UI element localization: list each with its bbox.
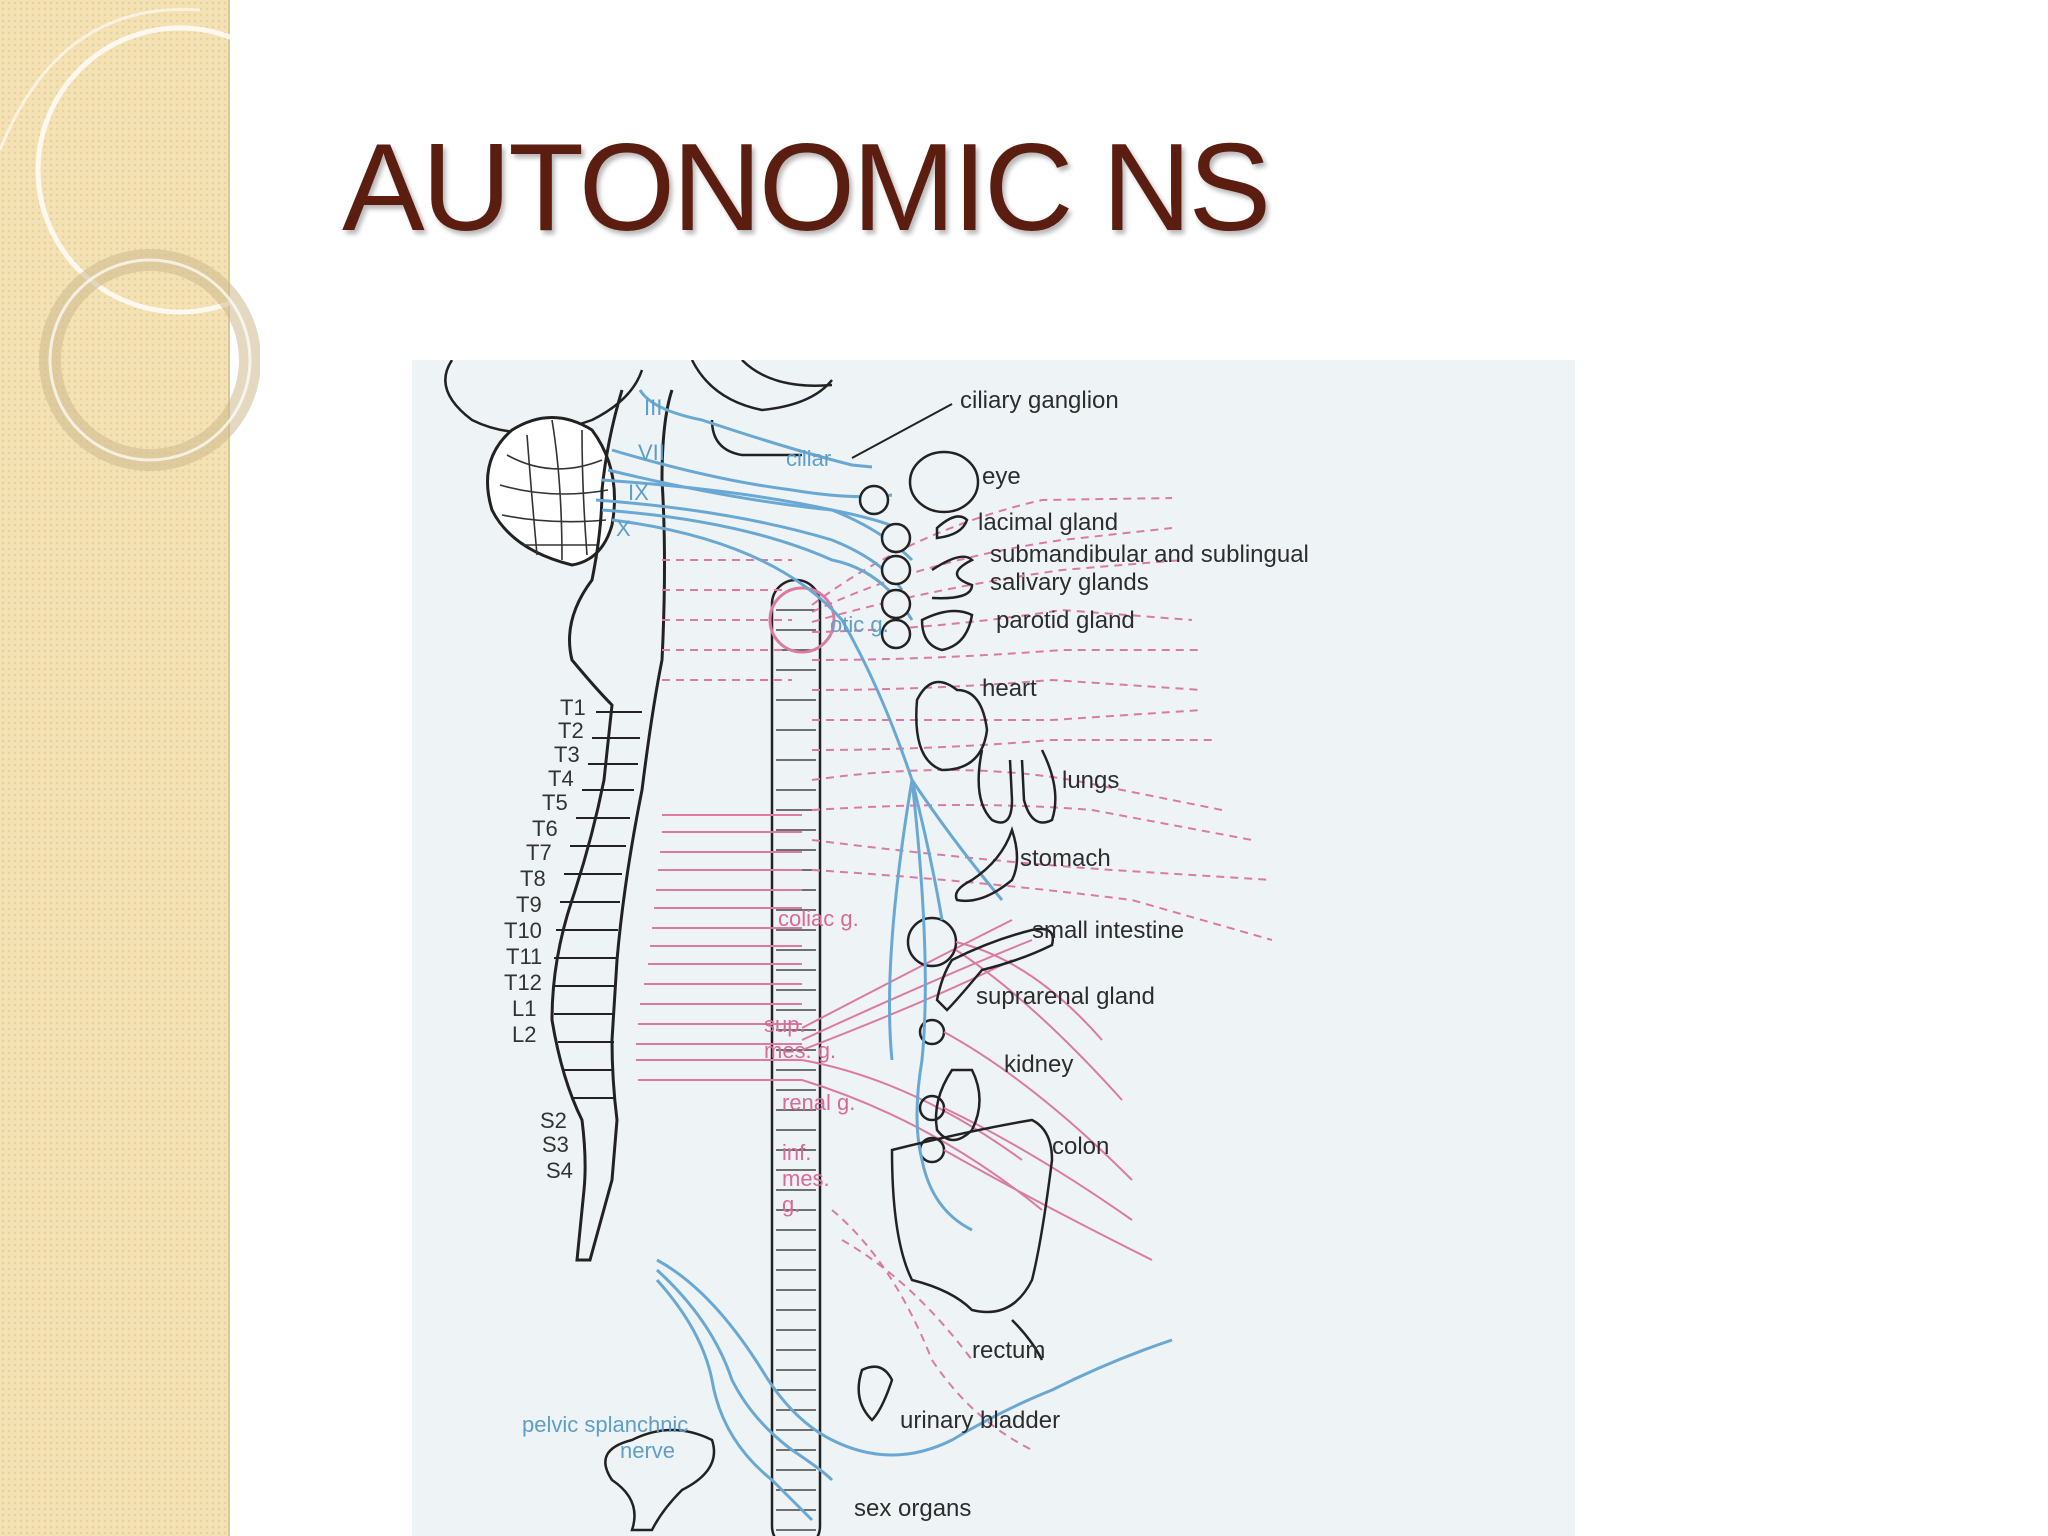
- segment-label: T1: [560, 695, 586, 720]
- organ-label: lacimal gland: [978, 509, 1118, 536]
- parotid-gland-shape: [920, 609, 974, 652]
- organ-label: colon: [1052, 1133, 1109, 1160]
- organ-label: kidney: [1004, 1051, 1073, 1078]
- organ-label: submandibular and sublingual: [990, 541, 1309, 568]
- sex-organs-shape: [604, 1428, 716, 1532]
- segment-label: T5: [542, 790, 568, 815]
- organ-label: salivary glands: [990, 569, 1149, 596]
- organ-label: ciliary ganglion: [960, 387, 1119, 414]
- colon-shape: [890, 1118, 1054, 1314]
- parasympathetic-ganglia: [858, 484, 912, 650]
- prevertebral-postganglionic: [943, 941, 1153, 1261]
- vertebrae: [554, 711, 642, 1099]
- segment-label: T11: [506, 944, 542, 969]
- ciliar-label: ciliar: [786, 446, 831, 471]
- inf-mes-label: g.: [782, 1192, 800, 1217]
- segment-labels: T1 T2 T3 T4 T5 T6 T7 T8 T9 T10 T11 T12 L…: [504, 695, 586, 1183]
- autonomic-nervous-system-diagram: III VII IX X ciliar otic g. pelvic splan…: [412, 360, 1575, 1536]
- heart-shape: [915, 680, 989, 772]
- segment-label: T10: [504, 918, 542, 943]
- cranial-nerve-label: VII: [638, 440, 665, 465]
- otic-ganglion-label: otic g.: [830, 612, 889, 637]
- slide-title: AUTONOMIC NS: [342, 119, 1271, 257]
- spinal-column-outline: [550, 389, 674, 1262]
- organ-label: small intestine: [1032, 917, 1184, 944]
- organ-label: parotid gland: [996, 607, 1135, 634]
- segment-label: S2: [540, 1108, 567, 1133]
- segment-label: S4: [546, 1158, 573, 1183]
- pelvic-splanchnic-label: pelvic splanchnic: [522, 1412, 688, 1437]
- segment-label: T4: [548, 766, 574, 791]
- segment-label: T7: [526, 840, 552, 865]
- organ-label: sex organs: [854, 1495, 971, 1522]
- urinary-bladder-shape: [857, 1365, 894, 1422]
- segment-label: L1: [512, 996, 536, 1021]
- coeliac-ganglion-label: coliac g.: [778, 906, 859, 931]
- sup-mes-label: sup.: [764, 1012, 806, 1037]
- organ-label: suprarenal gland: [976, 983, 1155, 1010]
- cerebellum: [486, 416, 616, 567]
- lacrimal-gland-shape: [935, 515, 969, 540]
- lungs-shape: [977, 749, 1057, 824]
- organ-label: lungs: [1062, 767, 1119, 794]
- sidebar-divider: [228, 0, 230, 1536]
- segment-label: L2: [512, 1022, 536, 1047]
- segment-label: T6: [532, 816, 558, 841]
- ciliary-ganglion-leader: [851, 403, 953, 459]
- cranial-nerve-label: III: [644, 395, 662, 420]
- organ-label: rectum: [972, 1337, 1045, 1364]
- organ-outlines: [604, 450, 1057, 1532]
- decorative-rings: [0, 7, 260, 471]
- pelvic-nerve-label: nerve: [620, 1438, 675, 1463]
- stomach-shape: [954, 826, 1019, 903]
- superior-cervical-ganglion: [768, 586, 836, 654]
- inf-mes-label: inf.: [782, 1140, 811, 1165]
- inf-mes-label: mes.: [782, 1166, 830, 1191]
- organ-label: urinary bladder: [900, 1407, 1060, 1434]
- segment-label: T9: [516, 892, 542, 917]
- cranial-nerve-label: IX: [628, 480, 649, 505]
- diagram-svg: III VII IX X ciliar otic g. pelvic splan…: [444, 360, 1309, 1536]
- salivary-glands-shape: [931, 555, 975, 600]
- sup-mes-label: mes. g.: [764, 1038, 836, 1063]
- chain-ganglia: [776, 609, 816, 1531]
- rectum-shape: [1011, 1319, 1044, 1361]
- segment-label: T12: [504, 970, 542, 995]
- segment-label: S3: [542, 1132, 569, 1157]
- organ-label: eye: [982, 463, 1021, 490]
- small-intestine-shape: [935, 927, 1055, 1012]
- sympathetic-postganglionic-fibers: [662, 497, 1273, 1451]
- segment-label: T3: [554, 742, 580, 767]
- cranial-nerve-label: X: [616, 516, 631, 541]
- segment-label: T8: [520, 866, 546, 891]
- segment-label: T2: [558, 718, 584, 743]
- eye-shape: [908, 450, 980, 514]
- organ-label: heart: [982, 675, 1037, 702]
- organ-label: stomach: [1020, 845, 1111, 872]
- renal-ganglion-label: renal g.: [782, 1090, 855, 1115]
- kidney-shape: [934, 1068, 981, 1142]
